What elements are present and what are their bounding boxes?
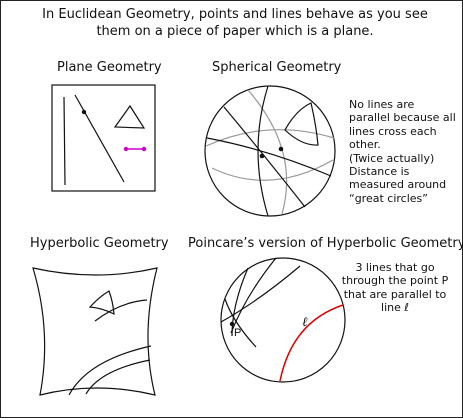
hyperbolic-line: [68, 345, 152, 396]
line-ell-label: ℓ: [302, 315, 308, 330]
sphere-equator-back: [205, 129, 335, 147]
spherical-note-line: Distance is: [349, 165, 410, 179]
poincare-diagram: [220, 257, 346, 383]
sphere-meridian-guide: [247, 89, 288, 215]
poincare-geometry-title: Poincare’s version of Hyperbolic Geometr…: [188, 236, 463, 251]
hyperbolic-diagram: [32, 267, 158, 396]
plane-geometry-title: Plane Geometry: [57, 60, 162, 75]
poincare-note: 3 lines that go through the point P that…: [340, 261, 450, 315]
plane-point: [81, 109, 87, 115]
spherical-note-line: No lines are: [349, 98, 415, 111]
hyperbolic-line: [94, 299, 148, 322]
hyperbolic-line-extra: [220, 265, 301, 323]
poincare-note-line: line ℓ: [381, 301, 409, 315]
line-ell: [279, 304, 344, 382]
hyperbolic-triangle: [88, 290, 115, 316]
intro-line-1: In Euclidean Geometry, points and lines …: [42, 7, 428, 22]
sphere-diagram: [204, 85, 336, 217]
sphere-great-circle-c: [257, 85, 269, 217]
point-p: [229, 321, 235, 327]
spherical-note-line: “great circles”: [349, 191, 428, 205]
poincare-note-line: 3 lines that go: [355, 261, 435, 274]
spherical-note-line: (Twice actually): [349, 151, 435, 165]
spherical-note-line: measured around: [349, 178, 447, 192]
spherical-note-line: other.: [349, 138, 381, 152]
sphere-great-circle-guide: [211, 159, 334, 181]
sphere-triangle: [284, 102, 319, 146]
poincare-note-line: through the point P: [341, 274, 449, 288]
sphere-point: [259, 153, 265, 159]
spherical-note-line: parallel because all: [349, 111, 456, 125]
hyperbolic-line: [85, 359, 151, 395]
spherical-geometry-title: Spherical Geometry: [212, 60, 342, 75]
intro-line-2: them on a piece of paper which is a plan…: [96, 24, 374, 39]
poincare-note-line: that are parallel to: [343, 287, 447, 301]
sphere-great-circle-a: [206, 137, 332, 177]
parallel-line-3: [224, 298, 257, 348]
spherical-note: No lines are parallel because all lines …: [349, 98, 456, 205]
sphere-point: [278, 146, 284, 152]
plane-rectangle: [51, 84, 156, 192]
poincare-disk: [220, 257, 346, 383]
plane-line-diagonal: [74, 94, 125, 183]
spherical-note-line: lines cross each: [349, 124, 437, 138]
point-p-label: P: [234, 327, 241, 339]
parallel-line-2: [230, 257, 277, 334]
hyperbolic-surface: [32, 267, 158, 396]
plane-line-vertical: [63, 96, 66, 186]
intro-text: In Euclidean Geometry, points and lines …: [40, 6, 430, 40]
plane-diagram: [51, 84, 156, 192]
sphere-great-circle-b: [223, 106, 306, 208]
segment-endpoint: [141, 146, 147, 152]
sphere-outline: [204, 85, 336, 217]
segment-endpoint: [123, 146, 129, 152]
plane-triangle: [113, 104, 146, 129]
hyperbolic-geometry-title: Hyperbolic Geometry: [30, 236, 169, 251]
